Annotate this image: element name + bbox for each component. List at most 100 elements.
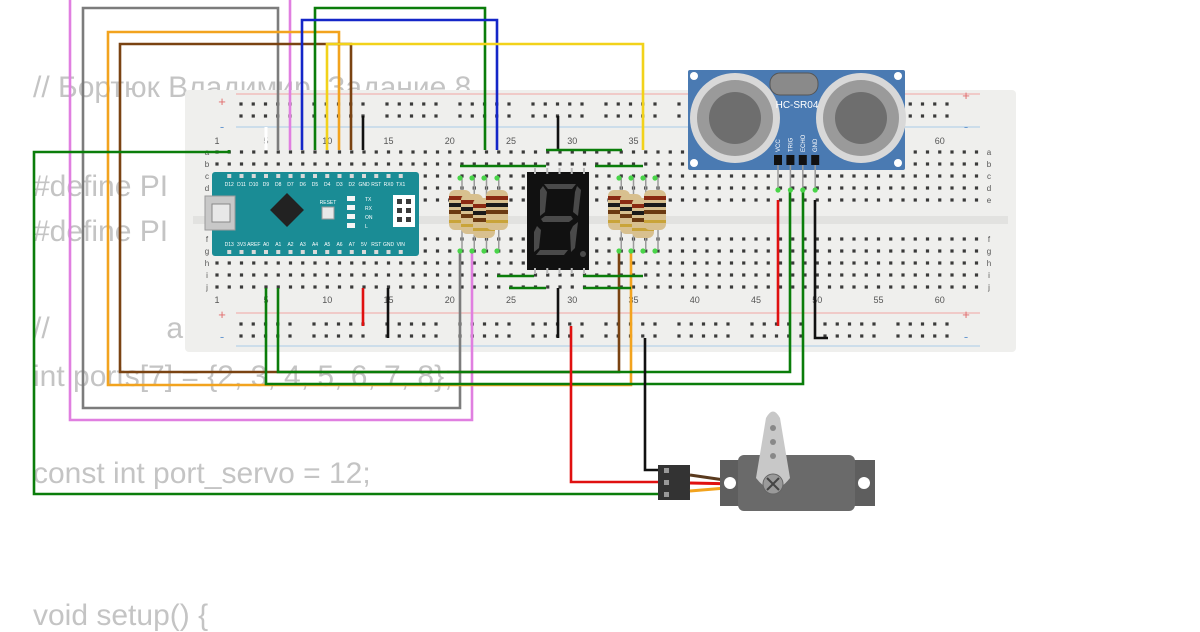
breadboard-hole[interactable] xyxy=(766,237,770,241)
breadboard-hole[interactable] xyxy=(901,261,905,265)
breadboard-hole[interactable] xyxy=(399,150,403,154)
breadboard-hole[interactable] xyxy=(558,150,562,154)
breadboard-hole[interactable] xyxy=(521,261,525,265)
rail-hole[interactable] xyxy=(409,114,414,118)
breadboard-hole[interactable] xyxy=(729,198,734,202)
rail-hole[interactable] xyxy=(397,102,401,106)
breadboard-hole[interactable] xyxy=(950,198,954,202)
breadboard-hole[interactable] xyxy=(668,237,672,241)
breadboard-hole[interactable] xyxy=(815,237,819,241)
breadboard-hole[interactable] xyxy=(864,273,868,277)
resistor[interactable] xyxy=(644,190,666,230)
rail-hole[interactable] xyxy=(920,334,925,338)
breadboard-hole[interactable] xyxy=(558,273,562,277)
breadboard-hole[interactable] xyxy=(521,186,525,190)
breadboard-hole[interactable] xyxy=(497,261,501,265)
breadboard-hole[interactable] xyxy=(460,273,464,277)
breadboard-hole[interactable] xyxy=(644,162,648,166)
breadboard-hole[interactable] xyxy=(864,237,868,241)
rail-hole[interactable] xyxy=(531,322,535,326)
breadboard-hole[interactable] xyxy=(950,237,954,241)
breadboard-hole[interactable] xyxy=(423,261,427,265)
breadboard-hole[interactable] xyxy=(717,249,721,253)
rail-hole[interactable] xyxy=(422,334,426,338)
breadboard-hole[interactable] xyxy=(509,174,513,178)
breadboard-hole[interactable] xyxy=(754,261,758,265)
breadboard-hole[interactable] xyxy=(729,285,734,289)
breadboard-hole[interactable] xyxy=(435,237,440,241)
breadboard-hole[interactable] xyxy=(864,261,868,265)
rail-hole[interactable] xyxy=(470,114,474,118)
rail-hole[interactable] xyxy=(543,102,547,106)
breadboard-hole[interactable] xyxy=(472,174,476,178)
breadboard-hole[interactable] xyxy=(815,273,819,277)
rail-hole[interactable] xyxy=(568,102,572,106)
breadboard-hole[interactable] xyxy=(778,273,783,277)
breadboard-hole[interactable] xyxy=(607,261,611,265)
breadboard-hole[interactable] xyxy=(570,285,574,289)
breadboard-hole[interactable] xyxy=(227,261,231,265)
wire-black-sensor-gnd[interactable] xyxy=(813,200,828,340)
rail-hole[interactable] xyxy=(714,334,718,338)
breadboard-hole[interactable] xyxy=(423,249,427,253)
rail-hole[interactable] xyxy=(799,322,803,326)
breadboard-hole[interactable] xyxy=(705,273,709,277)
breadboard-hole[interactable] xyxy=(950,261,954,265)
breadboard-hole[interactable] xyxy=(239,162,244,166)
breadboard-hole[interactable] xyxy=(313,273,317,277)
breadboard-hole[interactable] xyxy=(362,273,366,277)
rail-hole[interactable] xyxy=(507,334,511,338)
breadboard-hole[interactable] xyxy=(766,249,770,253)
breadboard-hole[interactable] xyxy=(252,261,256,265)
rail-hole[interactable] xyxy=(482,334,487,338)
breadboard-hole[interactable] xyxy=(386,285,391,289)
breadboard-hole[interactable] xyxy=(313,285,317,289)
rail-hole[interactable] xyxy=(251,102,255,106)
breadboard-hole[interactable] xyxy=(827,198,832,202)
breadboard-hole[interactable] xyxy=(791,285,795,289)
rail-hole[interactable] xyxy=(349,322,353,326)
breadboard-hole[interactable] xyxy=(472,273,476,277)
breadboard-hole[interactable] xyxy=(570,150,574,154)
breadboard-hole[interactable] xyxy=(938,174,942,178)
breadboard-hole[interactable] xyxy=(497,285,501,289)
breadboard-hole[interactable] xyxy=(876,237,881,241)
rail-hole[interactable] xyxy=(531,334,535,338)
breadboard-hole[interactable] xyxy=(411,150,415,154)
breadboard-hole[interactable] xyxy=(276,285,280,289)
breadboard-hole[interactable] xyxy=(680,249,685,253)
breadboard-hole[interactable] xyxy=(374,150,378,154)
breadboard-hole[interactable] xyxy=(778,198,783,202)
rail-hole[interactable] xyxy=(336,334,341,338)
breadboard-hole[interactable] xyxy=(717,261,721,265)
breadboard-hole[interactable] xyxy=(239,261,244,265)
rail-hole[interactable] xyxy=(543,334,547,338)
breadboard-hole[interactable] xyxy=(974,198,979,202)
breadboard-hole[interactable] xyxy=(644,273,648,277)
breadboard-hole[interactable] xyxy=(791,249,795,253)
breadboard-hole[interactable] xyxy=(778,186,783,190)
resistors[interactable] xyxy=(449,175,666,254)
breadboard-hole[interactable] xyxy=(448,186,452,190)
rail-hole[interactable] xyxy=(774,334,779,338)
rail-hole[interactable] xyxy=(689,322,693,326)
breadboard-hole[interactable] xyxy=(705,285,709,289)
wire-green-echo[interactable] xyxy=(264,190,805,386)
rail-hole[interactable] xyxy=(823,334,827,338)
breadboard-hole[interactable] xyxy=(876,261,881,265)
sensor-pin-header[interactable] xyxy=(798,155,807,165)
breadboard-hole[interactable] xyxy=(595,150,599,154)
rail-hole[interactable] xyxy=(470,102,474,106)
breadboard-hole[interactable] xyxy=(815,261,819,265)
rail-hole[interactable] xyxy=(641,322,645,326)
breadboard-hole[interactable] xyxy=(827,285,832,289)
breadboard-hole[interactable] xyxy=(680,186,685,190)
breadboard-hole[interactable] xyxy=(362,150,366,154)
breadboard-hole[interactable] xyxy=(889,174,893,178)
nano-pin[interactable] xyxy=(337,174,342,178)
breadboard-hole[interactable] xyxy=(938,273,942,277)
breadboard-hole[interactable] xyxy=(423,162,427,166)
breadboard-hole[interactable] xyxy=(901,237,905,241)
breadboard-hole[interactable] xyxy=(840,174,844,178)
